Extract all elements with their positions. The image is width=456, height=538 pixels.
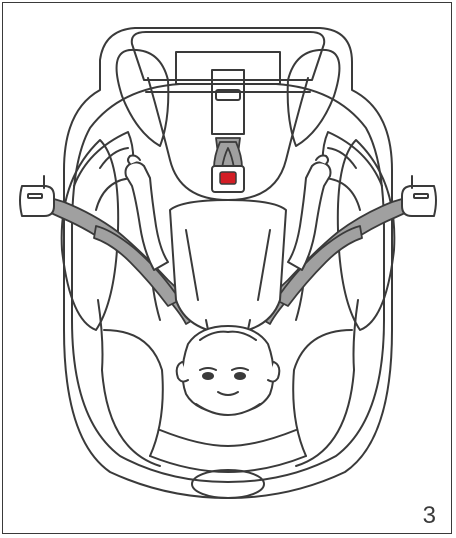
harness-buckle-icon	[212, 166, 244, 192]
step-number: 3	[423, 504, 436, 528]
